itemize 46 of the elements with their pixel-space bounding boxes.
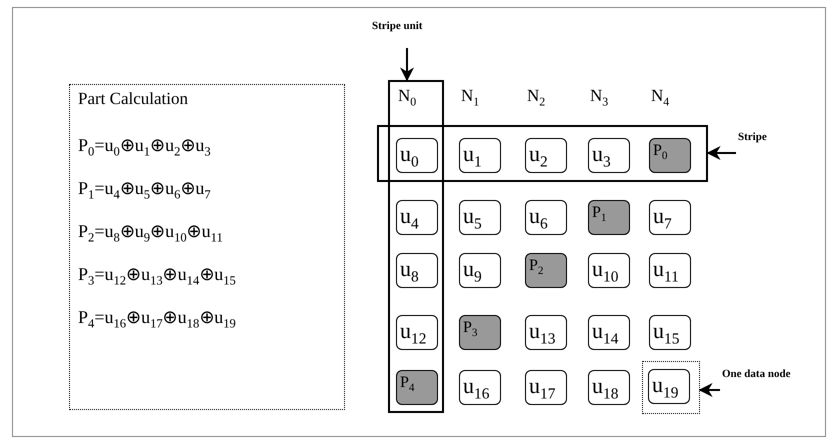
data-block: u$_{5}$: [459, 200, 501, 235]
parity-formula: P$_{1}$=u$_{4}$⊕u$_{5}$⊕u$_{6}$⊕u$_{7}$: [78, 177, 211, 203]
formula-panel: [69, 84, 345, 410]
arrow: [706, 146, 736, 160]
callout-text: Stripe: [738, 131, 778, 147]
parity-block: P$_{1}$: [588, 200, 630, 235]
data-block: u$_{1}$: [459, 138, 501, 173]
data-block: u$_{6}$: [525, 200, 567, 235]
parity-formula: P$_{4}$=u$_{16}$⊕u$_{17}$⊕u$_{18}$⊕u$_{19}$: [78, 306, 236, 332]
data-block: u$_{15}$: [649, 315, 691, 350]
data-block: u$_{12}$: [396, 315, 438, 350]
data-block: u$_{11}$: [649, 253, 691, 288]
stripe-outline: [377, 125, 708, 182]
column-header: N$_{2}$: [527, 86, 546, 110]
column-header: N$_{1}$: [461, 86, 480, 110]
parity-block: P$_{2}$: [525, 253, 567, 288]
node-outline: [642, 361, 700, 414]
panel-heading: Part Calculation: [78, 89, 188, 109]
data-block: u$_{13}$: [525, 315, 567, 350]
parity-formula: P$_{2}$=u$_{8}$⊕u$_{9}$⊕u$_{10}$⊕u$_{11}$: [78, 220, 223, 246]
parity-formula: P$_{3}$=u$_{12}$⊕u$_{13}$⊕u$_{14}$⊕u$_{15}$: [78, 263, 236, 289]
disk-column-outline: [388, 80, 444, 413]
data-block: u$_{8}$: [396, 253, 438, 288]
data-block: u$_{3}$: [588, 138, 630, 173]
callout-text: One data node: [722, 368, 818, 384]
parity-block: P$_{0}$: [649, 138, 691, 173]
arrow: [698, 383, 720, 397]
data-block: u$_{4}$: [396, 200, 438, 235]
data-block: u$_{7}$: [649, 200, 691, 235]
data-block: u$_{17}$: [525, 370, 567, 405]
callout-text: Stripe unit: [372, 20, 442, 36]
data-block: u$_{9}$: [459, 253, 501, 288]
parity-block: P$_{3}$: [459, 315, 501, 350]
data-block: u$_{19}$: [648, 369, 690, 404]
data-block: u$_{16}$: [459, 370, 501, 405]
data-block: u$_{2}$: [525, 138, 567, 173]
parity-formula: P$_{0}$=u$_{0}$⊕u$_{1}$⊕u$_{2}$⊕u$_{3}$: [78, 134, 211, 160]
column-header: N$_{4}$: [651, 86, 670, 110]
arrow: [400, 48, 414, 82]
data-block: u$_{10}$: [588, 253, 630, 288]
data-block: u$_{0}$: [396, 138, 438, 173]
column-header: N$_{3}$: [590, 86, 608, 110]
data-block: u$_{18}$: [588, 370, 630, 405]
parity-block: P$_{4}$: [396, 370, 438, 405]
data-block: u$_{14}$: [588, 315, 630, 350]
column-header: N$_{0}$: [398, 86, 416, 110]
